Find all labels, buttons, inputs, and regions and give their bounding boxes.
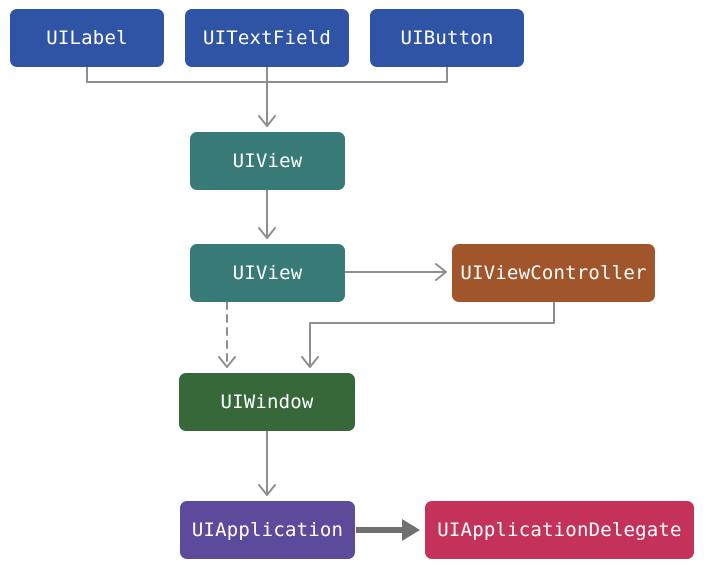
- edge-uiviewcontroller-to-uiwindow: [301, 301, 555, 368]
- uiviewcontroller-label: UIViewController: [460, 262, 647, 284]
- uiapplication-label: UIApplication: [191, 519, 344, 541]
- uilabel-node: UILabel: [10, 9, 164, 67]
- uitextfield-node: UITextField: [185, 9, 349, 67]
- uiview-top-node: UIView: [190, 132, 345, 190]
- edge-uiview-to-uiview: [258, 189, 276, 239]
- uibutton-node: UIButton: [370, 9, 524, 67]
- uiwindow-label: UIWindow: [220, 391, 314, 413]
- edge-uiview-to-uiviewcontroller: [344, 263, 447, 281]
- uiview-bottom-node: UIView: [190, 244, 345, 302]
- uiview-top-label: UIView: [232, 150, 303, 172]
- uiapplicationdelegate-label: UIApplicationDelegate: [437, 519, 682, 541]
- edge-uiview-to-uiwindow-head: [218, 356, 236, 368]
- uiwindow-node: UIWindow: [179, 373, 355, 431]
- uibutton-label: UIButton: [400, 27, 494, 49]
- edge-uiwindow-to-uiapplication: [258, 430, 276, 496]
- edge-uiapplication-to-delegate: [356, 519, 420, 541]
- uiview-bottom-label: UIView: [232, 262, 303, 284]
- uiviewcontroller-node: UIViewController: [452, 244, 655, 302]
- uiapplication-node: UIApplication: [180, 501, 355, 559]
- uiapplicationdelegate-node: UIApplicationDelegate: [425, 501, 694, 559]
- uitextfield-label: UITextField: [202, 27, 332, 49]
- uilabel-label: UILabel: [46, 27, 128, 49]
- edge-merge-to-uiview: [258, 81, 276, 127]
